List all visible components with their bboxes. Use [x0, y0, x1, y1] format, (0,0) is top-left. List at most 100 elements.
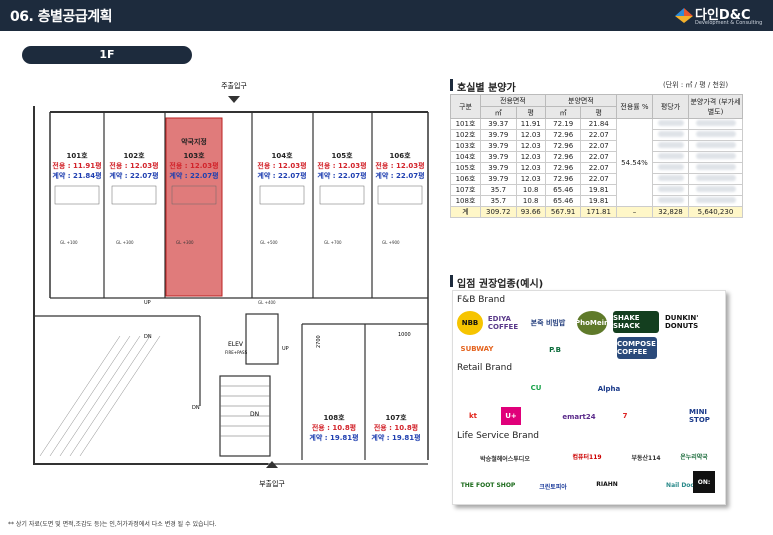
unit-badge: 약국지정 — [181, 137, 207, 146]
floor-tab[interactable]: 1F — [22, 46, 192, 64]
col-excl-area: 전용면적 — [480, 94, 546, 107]
floor-level-label: GL +500 — [260, 240, 278, 245]
cell-spy: 22.07 — [580, 162, 617, 174]
fb-brand-logo: DUNKIN' DONUTS — [665, 311, 723, 333]
stair-label: DN — [250, 411, 259, 418]
fb-brand-logo: COMPOSE COFFEE — [617, 337, 657, 359]
unit-exclusive-area: 전용 : 10.8평 — [312, 423, 356, 432]
price-cell — [688, 151, 743, 163]
floor-level-label: GL +400 — [258, 300, 276, 305]
unit-contract-area: 계약 : 22.07평 — [317, 171, 366, 180]
cell-sm2: 65.46 — [544, 195, 582, 207]
cell-em2: 35.7 — [480, 195, 517, 207]
unit-number: 105호 — [331, 151, 353, 160]
total-ratio: – — [616, 206, 653, 218]
fb-brand-logo: SUBWAY — [457, 339, 497, 359]
logo-text: 다인D&C — [695, 8, 751, 23]
life-brand-logo: ON: — [693, 471, 715, 493]
fb-brand-logo: 본죽 비빔밥 — [523, 311, 573, 335]
cell-epy: 10.8 — [515, 184, 546, 196]
per-pyeong-cell — [652, 184, 689, 196]
total-epy: 93.66 — [515, 206, 546, 218]
unit-contract-area: 계약 : 22.07평 — [257, 171, 306, 180]
cell-spy: 19.81 — [580, 195, 617, 207]
unit-contract-area: 계약 : 22.07평 — [109, 171, 158, 180]
unit-exclusive-area: 전용 : 12.03평 — [317, 161, 366, 170]
main-entrance-label: 주출입구 — [221, 81, 247, 90]
life-brand-logo: RIAHN — [589, 471, 625, 497]
retail-brand-logo: U+ — [501, 407, 521, 425]
price-cell — [688, 162, 743, 174]
dim-label-2: 1000 — [398, 332, 411, 338]
cell-epy: 12.03 — [515, 162, 546, 174]
cell-spy: 22.07 — [580, 173, 617, 185]
page-title: 06. 층별공급계획 — [10, 9, 112, 25]
entrance-arrow-icon — [228, 96, 240, 103]
cell-sm2: 72.96 — [544, 162, 582, 174]
per-pyeong-cell — [652, 129, 689, 141]
unit-exclusive-area: 전용 : 12.03평 — [109, 161, 158, 170]
unit-info-box — [377, 185, 423, 205]
floor-level-label: GL +100 — [60, 240, 78, 245]
cell-no: 101호 — [450, 118, 481, 130]
company-logo: 다인D&C Development & Consulting — [675, 3, 767, 29]
price-cell — [688, 184, 743, 196]
fb-brand-logo: EDIYA COFFEE — [488, 311, 518, 335]
cell-spy: 21.84 — [580, 118, 617, 130]
life-brand-logo: 박승철헤어스투디오 — [457, 449, 553, 467]
cell-sm2: 72.96 — [544, 173, 582, 185]
retail-brand-logo: kt — [463, 407, 483, 425]
floor-level-label: GL +300 — [116, 240, 134, 245]
floor-plan: 주출입구 ELEV FIRE+PASS DN UP DN UP DN 2700 … — [20, 76, 440, 500]
life-brand-logo: 크린토피아 — [527, 477, 579, 495]
unit-info-box — [171, 185, 217, 205]
fb-brand-heading: F&B Brand — [457, 295, 506, 305]
price-cell — [688, 118, 743, 130]
logo-subtext: Development & Consulting — [695, 20, 763, 26]
cell-spy: 22.07 — [580, 140, 617, 152]
price-unit-note: (단위 : ㎡ / 평 / 천원) — [663, 81, 729, 89]
unit-number: 101호 — [66, 151, 88, 160]
per-pyeong-cell — [652, 151, 689, 163]
retail-brand-logo: 7 — [615, 405, 635, 427]
unit-number: 104호 — [271, 151, 293, 160]
disclaimer-note: ** 상기 자료(도면 및 면적,조감도 등)는 인,허가과정에서 다소 변경 … — [8, 521, 217, 528]
side-label-1: UP — [144, 300, 151, 306]
floor-level-label: GL +700 — [324, 240, 342, 245]
unit-number: 102호 — [123, 151, 145, 160]
life-brand-logo: 부동산114 — [623, 449, 669, 465]
col-m2: ㎡ — [480, 106, 517, 119]
unit-exclusive-area: 전용 : 10.8평 — [374, 423, 418, 432]
floor-level-label: GL +900 — [382, 240, 400, 245]
brand-box: F&B Brand Retail Brand Life Service Bran… — [452, 290, 726, 505]
cell-no: 103호 — [450, 140, 481, 152]
cell-spy: 22.07 — [580, 151, 617, 163]
sub-entrance-arrow-icon — [266, 461, 278, 468]
unit-contract-area: 계약 : 22.07평 — [375, 171, 424, 180]
unit-contract-area: 계약 : 19.81평 — [309, 433, 358, 442]
retail-brand-logo: emart24 — [553, 409, 605, 425]
cell-em2: 39.79 — [480, 173, 517, 185]
price-section-title: 호실별 분양가 — [450, 79, 516, 94]
unit-exclusive-area: 전용 : 12.03평 — [257, 161, 306, 170]
total-price: 5,640,230 — [688, 206, 743, 218]
cell-epy: 10.8 — [515, 195, 546, 207]
cell-em2: 39.79 — [480, 151, 517, 163]
cell-epy: 12.03 — [515, 151, 546, 163]
retail-brand-logo: CU — [523, 377, 549, 399]
cell-epy: 12.03 — [515, 140, 546, 152]
col-ratio: 전용률 % — [616, 94, 653, 119]
price-table: 구분 전용면적 분양면적 전용률 % 평당가 분양가격 (부가세별도) ㎡ 평 … — [450, 94, 743, 218]
retail-brand-logo: MINI STOP — [689, 405, 719, 427]
dim-label-1: 2700 — [316, 335, 322, 348]
brand-section-title: 입점 권장업종(예시) — [449, 275, 543, 290]
unit-info-box — [111, 185, 157, 205]
unit-contract-area: 계약 : 22.07평 — [169, 171, 218, 180]
col-per-pyeong: 평당가 — [652, 94, 689, 119]
price-cell — [688, 173, 743, 185]
unit-number: 103호 — [183, 151, 205, 160]
